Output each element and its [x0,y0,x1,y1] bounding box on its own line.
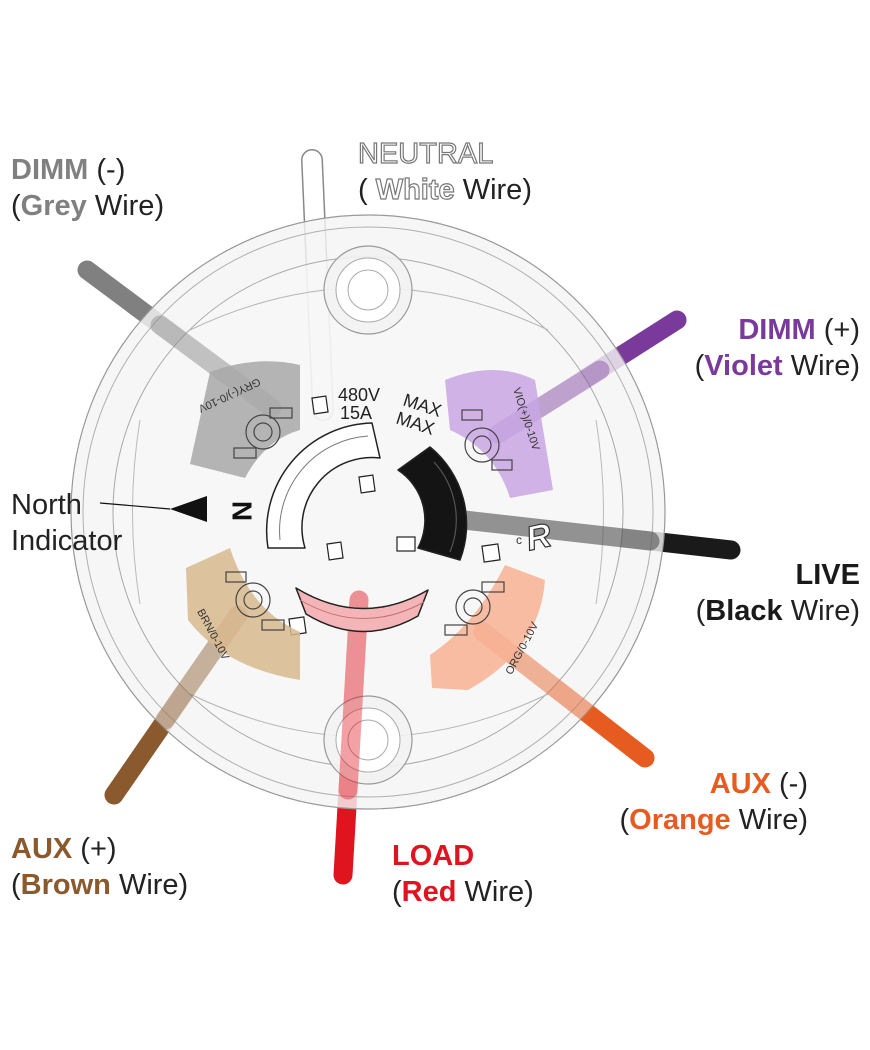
dimm-minus-name: DIMM [11,154,89,186]
rating-voltage: 480V [338,385,380,405]
aux-plus-color-word: Brown [20,869,111,901]
neutral-slot [265,422,381,549]
dimm-plus-color-word: Violet [704,350,783,382]
label-aux-plus: AUX (+) (Brown Wire) [11,831,188,903]
aux-minus-name: AUX [709,768,771,800]
dimm-plus-name: DIMM [738,314,816,346]
dimm-minus-sign: (-) [88,154,126,186]
pad-screws [225,407,513,636]
dimm-plus-sign: (+) [815,314,860,346]
mounting-hole-bottom [323,695,413,785]
label-neutral: NEUTRAL ( White Wire) [357,136,532,208]
label-load: LOAD (Red Wire) [392,838,534,910]
live-color-word: Black [705,595,783,627]
grey-pad [190,361,300,478]
neutral-name: NEUTRAL [357,137,494,170]
aux-plus-wire-text: Wire) [110,869,189,901]
mounting-hole-top [323,245,413,335]
neutral-open: ( [358,174,376,206]
aux-plus-sign: (+) [72,833,117,865]
north-letter: N [227,501,258,521]
aux-plus-open: ( [11,869,21,901]
dimm-minus-wire-text: Wire) [86,190,165,222]
north-arrow-icon [170,496,207,522]
live-slot [397,446,468,561]
ul-mark-c: c [516,533,522,547]
north-line-1: North [11,489,82,521]
dimm-minus-open: ( [11,190,21,222]
aux-minus-open: ( [619,804,630,836]
label-dimm-plus: DIMM (+) (Violet Wire) [695,312,860,384]
live-open: ( [695,595,706,627]
load-name: LOAD [392,840,475,872]
label-aux-minus: AUX (-) (Orange Wire) [619,766,808,838]
dimm-plus-wire-text: Wire) [782,350,860,382]
violet-pad [445,370,553,498]
north-pointer-line [99,502,171,510]
label-north-indicator: North Indicator [11,487,122,559]
aux-minus-wire-text: Wire) [730,804,808,836]
aux-minus-sign: (-) [770,768,808,800]
aux-plus-name: AUX [11,833,73,865]
dimm-plus-open: ( [694,350,705,382]
neutral-wire-text: Wire) [454,174,532,206]
aux-minus-color-word: Orange [629,804,731,836]
label-dimm-minus: DIMM (-) (Grey Wire) [11,152,164,224]
load-wire-text: Wire) [456,876,534,908]
orange-pad [430,565,545,690]
load-open: ( [392,876,402,908]
neutral-color-word: White [375,173,455,206]
contact-slots [265,422,468,633]
dimm-minus-color-word: Grey [20,190,87,222]
north-line-2: Indicator [11,525,123,557]
north-indicator: N [99,496,258,522]
live-wire-text: Wire) [782,595,860,627]
live-name: LIVE [795,559,860,591]
label-live: LIVE (Black Wire) [696,557,860,629]
rating-amps: 15A [340,403,372,423]
load-color-word: Red [401,876,457,908]
rating-marking: 480V 15A MAX MAX [338,385,444,439]
